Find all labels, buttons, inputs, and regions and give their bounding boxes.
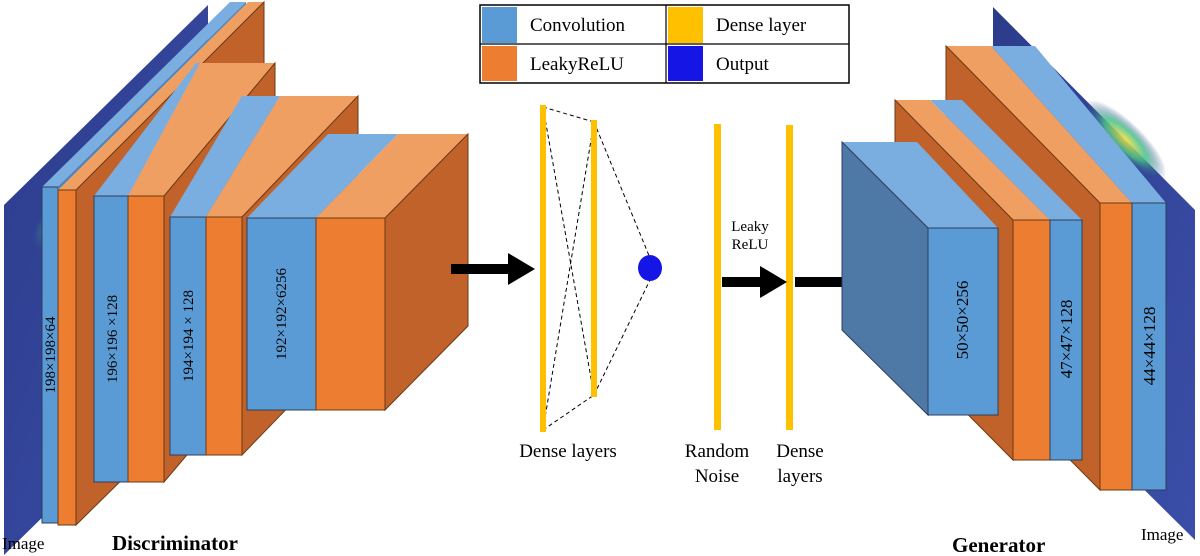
leaky-relu-arrow [760,266,787,298]
dense-layers-label: Dense layers [519,441,617,462]
gen-dense-label-line1: Dense [776,441,823,462]
legend-leakyrelu-label: LeakyReLU [530,54,624,75]
leakyrelu-swatch [482,46,517,81]
noise-label-line2: Noise [695,466,739,487]
noise-label-line1: Random [685,441,750,462]
dense-layer-1 [540,105,546,432]
generator-input: Leaky ReLU Random Noise Dense layers [685,124,824,487]
legend-convolution-label: Convolution [530,15,626,36]
convolution-swatch [482,7,517,43]
arrow-to-dense [451,253,535,285]
legend: Convolution LeakyReLU Dense layer Output [479,4,850,84]
disc-layer-3-label: 194×194 × 128 [181,290,197,382]
gen-output-label: Image [1141,525,1183,544]
output-node [638,255,662,281]
disc-input-label: Image [2,534,44,553]
generator-title: Generator [952,533,1045,556]
dense-block: Dense layers [519,105,662,462]
dense-swatch [668,7,703,43]
generator: 50×50×256 47×47×128 44×44×128 Image Gene… [841,7,1195,556]
gen-layer-3-label: 44×44×128 [1140,307,1159,386]
leaky-label-line2: ReLU [732,237,769,253]
noise-layer [714,124,721,430]
gen-dense-layer [786,125,793,430]
legend-dense-label: Dense layer [716,15,807,36]
output-swatch [668,46,703,81]
gen-layer-2-label: 47×47×128 [1057,300,1076,379]
disc-layer-4-label: 192×192×6256 [274,268,290,360]
disc-layer-1-label: 198×198×64 [43,316,59,393]
leaky-label-line1: Leaky [731,219,769,235]
dense-layer-2 [591,120,597,397]
discriminator-title: Discriminator [112,531,238,555]
gen-layer-1-label: 50×50×256 [953,281,972,360]
discriminator: 198×198×64 196×196 ×128 194×194 × 128 19… [2,0,469,555]
disc-layer-2-label: 196×196 ×128 [105,295,121,383]
gen-dense-label-line2: layers [777,466,822,487]
legend-output-label: Output [716,54,770,75]
